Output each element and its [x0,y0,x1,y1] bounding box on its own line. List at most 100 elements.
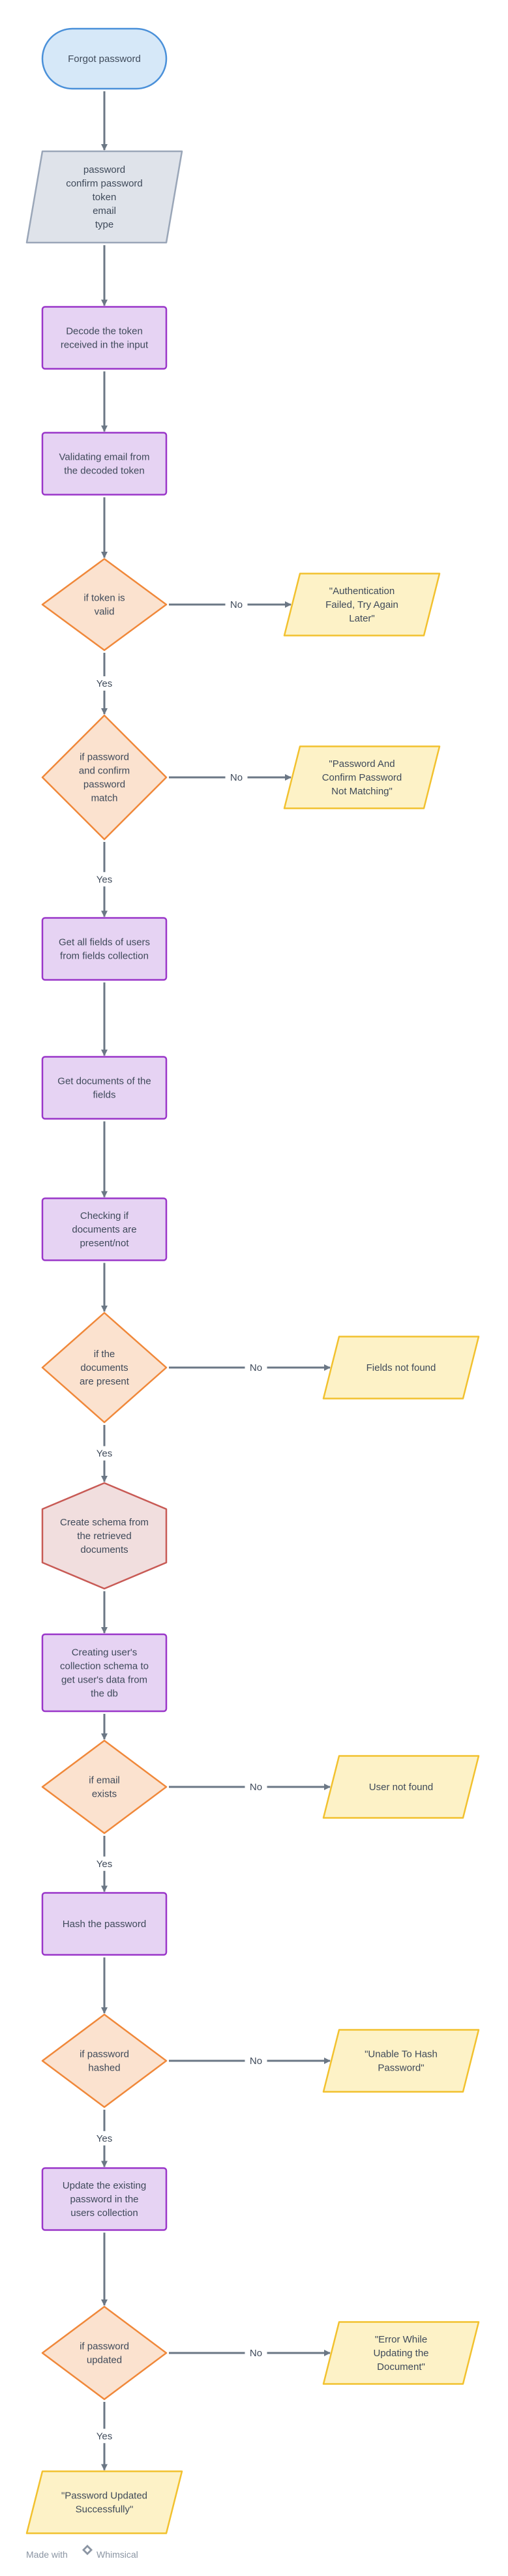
node-label-line: if token is [83,593,125,604]
node-label-line: Hash the password [63,1919,146,1930]
node-label-line: Create schema from [60,1517,149,1528]
edge-label: Yes [97,1448,112,1460]
process-shape [41,1892,168,1956]
node-label-line: from fields collection [60,951,149,962]
output-shape [322,2321,480,2385]
edge-label-background [93,1856,115,1871]
node-label-line: Updating the [373,2348,428,2359]
node-label-line: Creating user's [72,1647,137,1658]
node-label-line: Confirm Password [322,772,402,783]
decision-shape [41,1311,168,1424]
edge-label: No [250,2056,262,2067]
prep-shape [41,1482,168,1590]
edge-label: Yes [97,2431,112,2442]
node-start[interactable]: Forgot password [41,27,168,90]
edge-label: No [250,2348,262,2359]
node-label-line: "Password And [329,758,395,770]
edge-d_match-to-fields: Yes [93,842,115,918]
edge-d_email-to-o_user: No [169,1780,331,1794]
node-label-line: if email [89,1775,120,1786]
node-docs[interactable]: Get documents of the fields [41,1056,168,1120]
node-label-line: Checking if [80,1210,129,1221]
edge-label: Yes [97,1859,112,1870]
process-shape [41,1056,168,1120]
node-label-line: exists [92,1789,117,1800]
process-shape [41,1197,168,1261]
edge-label-background [93,1446,115,1461]
edge-label: No [250,1362,262,1373]
decision-shape [41,714,168,841]
whimsical-logo-icon [82,2545,93,2555]
node-hash[interactable]: Hash the password [41,1892,168,1956]
edge-label: No [230,772,243,783]
edge-label: No [230,599,243,610]
io-shape [25,150,183,244]
node-label-line: fields [93,1090,115,1101]
node-label-line: "Error While [375,2334,427,2345]
process-shape [41,1633,168,1713]
node-label-line: Later" [349,613,375,624]
process-shape [41,2167,168,2231]
node-d_email[interactable]: if email exists [41,1739,168,1835]
decision-shape [41,1739,168,1835]
node-label-line: password [83,164,125,175]
node-label-line: password [83,779,125,790]
node-label-line: Decode the token [66,326,143,337]
node-label-line: Not Matching" [331,786,393,797]
made-with-footer[interactable]: Made with Whimsical [26,2545,138,2560]
edge-label: Yes [97,678,112,689]
node-label-line: received in the input [61,340,149,351]
node-fields[interactable]: Get all fields of users from fields colle… [41,917,168,981]
edge-d_hash-to-update: Yes [93,2110,115,2168]
node-label-line: are present [80,1376,130,1387]
node-label-line: Update the existing [63,2180,146,2191]
node-label-line: email [93,205,116,217]
node-label-line: Document" [377,2361,425,2373]
node-label-line: documents [80,1544,128,1555]
terminal-shape [41,27,168,90]
node-decode[interactable]: Decode the token received in the input [41,306,168,370]
node-d_token[interactable]: if token is valid [41,558,168,651]
edge-label-background [93,872,115,887]
edge-label: Yes [97,874,112,885]
node-label-line: Get all fields of users [59,937,150,948]
decision-shape [41,558,168,651]
node-label-line: documents [80,1362,128,1373]
node-label-line: valid [95,607,115,618]
node-label-line: if password [80,2341,129,2352]
node-label-line: "Unable To Hash [365,2049,438,2060]
node-label-line: users collection [70,2208,138,2219]
node-o_fields[interactable]: Fields not found [322,1336,480,1400]
node-label-line: Password" [378,2063,424,2074]
node-label-line: Get documents of the [57,1076,151,1087]
process-shape [41,432,168,496]
node-o_user[interactable]: User not found [322,1755,480,1819]
whimsical-brand-label: Whimsical [97,2549,138,2560]
edge-label-background [93,2131,115,2146]
node-label-line: Fields not found [366,1362,436,1373]
edge-label-background [245,2054,267,2068]
output-shape [322,2029,480,2093]
node-label-line: the db [91,1688,118,1700]
decision-shape [41,2013,168,2108]
node-label-line: "Authentication [329,586,395,597]
edge-d_upd-to-o_upd: No [169,2346,331,2360]
edge-label-background [93,676,115,691]
